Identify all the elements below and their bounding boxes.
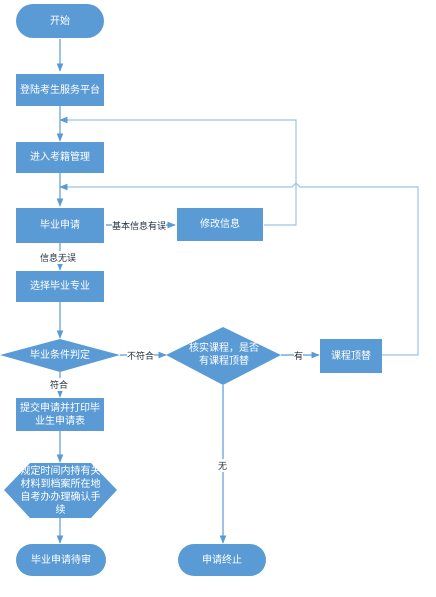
node-course-replace: 课程顶替 [320,339,382,373]
start-terminal-shape [16,4,104,38]
node-enter-records: 进入考籍管理 [16,142,104,173]
node-modify-info-text: 修改信息 [200,219,240,230]
course-replace-process-shape [320,339,382,373]
node-course-replace-text: 课程顶替 [331,350,371,362]
modify-info-process-shape [177,208,263,241]
node-pending: 毕业申请待审 [16,544,106,576]
node-deliver-docs-text: 规定时间内持有关材料到档案所在地自考办办理确认手续 [20,465,101,516]
node-pending-text: 毕业申请待审 [31,554,91,566]
edge-modify-back [59,116,297,226]
node-verify-course-text: 核实课程，是否有课程顶替 [189,343,259,367]
node-condition-check: 毕业条件判定 [20,340,100,370]
node-deliver-docs: 规定时间内持有关材料到档案所在地自考办办理确认手续 [20,463,101,518]
node-choose-major-text: 选择毕业专业 [30,281,90,292]
node-apply-text: 毕业申请 [40,220,80,231]
node-start: 开始 [16,4,104,38]
node-start-text: 开始 [50,15,70,27]
label-has: 有 [294,349,304,362]
node-condition-check-text: 毕业条件判定 [30,349,90,361]
label-info-ok: 信息无误 [40,251,77,264]
label-meet: 符合 [50,378,69,391]
node-terminate-text: 申请终止 [202,554,242,566]
node-login: 登陆考生服务平台 [16,74,104,106]
login-process-shape [16,74,104,106]
node-apply: 毕业申请 [16,208,104,243]
label-none: 无 [218,459,228,472]
edge-replace-back [59,182,419,356]
node-modify-info: 修改信息 [177,208,263,241]
submit-print-process-shape [16,398,104,431]
node-choose-major: 选择毕业专业 [16,271,104,302]
node-submit-print: 提交申请并打印毕业生申请表 [18,398,102,431]
verify-decision-shape [166,327,281,385]
label-info-error: 基本信息有误 [112,219,167,232]
label-not-meet: 不符合 [127,349,155,362]
pending-terminal-shape [16,544,106,576]
condition-decision-shape [0,339,120,372]
apply-process-shape [16,208,104,243]
deliver-docs-hexagon-shape [4,463,117,518]
node-submit-print-text: 提交申请并打印毕业生申请表 [20,402,100,427]
node-terminate: 申请终止 [178,544,266,576]
node-verify-course: 核实课程，是否有课程顶替 [186,335,262,375]
enter-records-process-shape [16,142,104,173]
terminate-terminal-shape [178,544,266,576]
choose-major-process-shape [16,271,104,302]
node-login-text: 登陆考生服务平台 [20,84,100,96]
node-enter-records-text: 进入考籍管理 [30,152,90,163]
